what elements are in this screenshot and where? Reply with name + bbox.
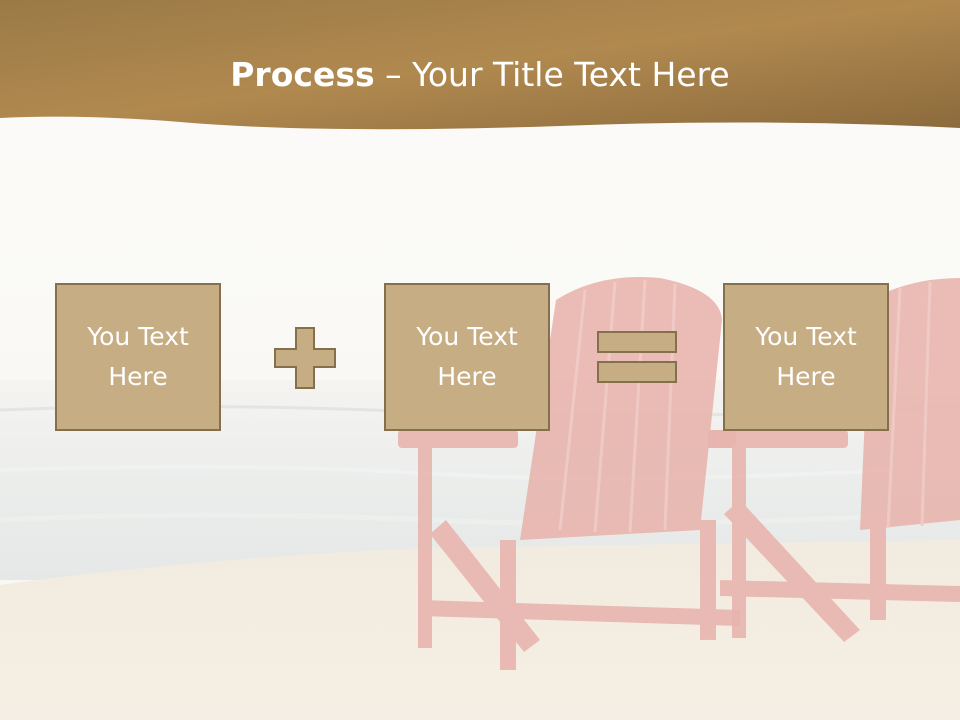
title-bold-part: Process xyxy=(230,55,375,94)
plus-icon xyxy=(274,327,336,389)
process-box-3: You Text Here xyxy=(723,283,889,431)
slide-title: Process – Your Title Text Here xyxy=(0,52,960,98)
header-band xyxy=(0,0,960,130)
equals-icon xyxy=(597,331,677,383)
process-box-3-label: You Text Here xyxy=(755,322,857,391)
process-box-1: You Text Here xyxy=(55,283,221,431)
process-box-1-label: You Text Here xyxy=(87,322,189,391)
process-box-2: You Text Here xyxy=(384,283,550,431)
process-box-2-label: You Text Here xyxy=(416,322,518,391)
title-rest-part: – Your Title Text Here xyxy=(374,55,730,94)
